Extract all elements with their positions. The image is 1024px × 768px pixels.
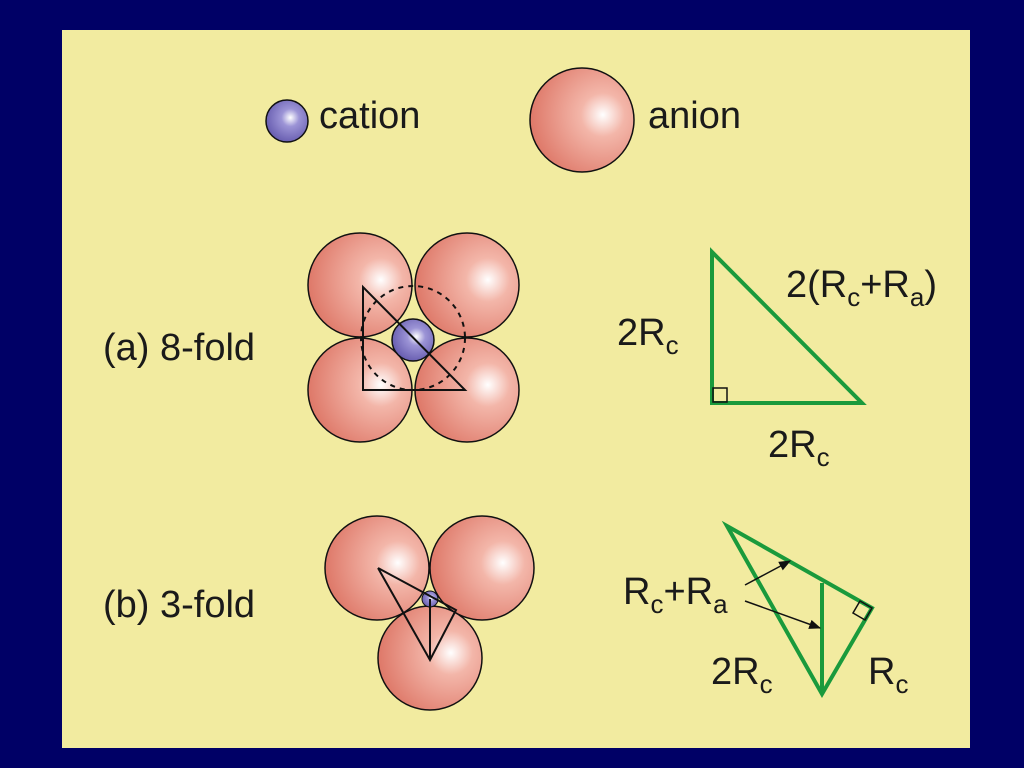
- legend-anion-label: anion: [648, 95, 741, 137]
- arrow-down-b: [744, 600, 822, 629]
- construction-triangle-b: [377, 567, 458, 663]
- legend: cation anion: [265, 67, 741, 173]
- case-a-label: (a) 8-fold: [103, 327, 255, 369]
- anion-sphere-b-top-right: [429, 515, 535, 621]
- anion-sphere-a-top-right: [414, 232, 520, 338]
- right-angle-mark-b: [851, 599, 874, 622]
- green-triangle-a: [710, 247, 867, 405]
- anion-sphere-b-top-left: [324, 515, 430, 621]
- label-left-side-b: 2Rc: [711, 651, 773, 699]
- legend-cation-label: cation: [319, 95, 420, 137]
- label-sum-b: Rc+Ra: [623, 571, 728, 619]
- case-a-8fold: (a) 8-fold 2(Rc+Ra) 2Rc 2Rc: [103, 232, 937, 472]
- green-triangle-b: [721, 520, 875, 699]
- case-b-3fold: (b) 3-fold Rc+Ra 2Rc Rc: [103, 515, 908, 711]
- label-vertical-side-a: 2Rc: [617, 312, 679, 360]
- construction-triangle-a: [362, 284, 468, 391]
- label-hypotenuse-a: 2(Rc+Ra): [786, 264, 937, 312]
- case-b-label: (b) 3-fold: [103, 584, 255, 626]
- label-base-side-a: 2Rc: [768, 424, 830, 472]
- legend-cation-sphere: [265, 99, 309, 143]
- arrow-up-b: [744, 560, 792, 586]
- right-angle-mark-a: [712, 387, 728, 403]
- cation-sphere-a: [391, 318, 435, 362]
- legend-anion-sphere: [529, 67, 635, 173]
- label-right-side-b: Rc: [868, 651, 908, 699]
